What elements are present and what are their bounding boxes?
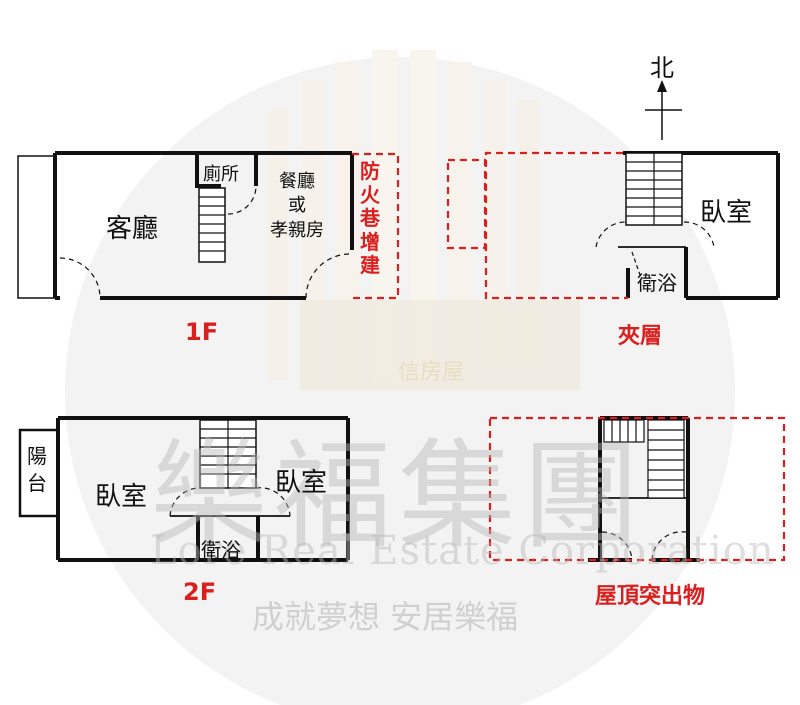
floor-caption-roof: 屋頂突出物	[595, 584, 706, 609]
watermark-slogan: 成就夢想 安居樂福	[252, 598, 519, 636]
floor-2f	[18, 416, 350, 562]
roof-addition-outline	[488, 416, 786, 562]
balcony-char: 台	[27, 471, 47, 495]
dining-label-line1: 餐廳	[279, 171, 315, 192]
2f-bathroom-label: 衛浴	[201, 538, 241, 562]
2f-bedroom-right-label: 臥室	[275, 468, 328, 498]
mezzanine-addition-outline	[446, 151, 628, 300]
dining-room-label: 餐廳 或 孝親房	[270, 170, 324, 243]
compass-north-label: 北	[650, 54, 674, 82]
firelane-addition-label: 防 火 巷 增 建	[360, 159, 380, 278]
dining-label-line3: 孝親房	[270, 219, 324, 241]
firelane-char: 建	[360, 253, 380, 278]
balcony-char: 陽	[27, 444, 47, 468]
floor-caption-1f: 1F	[185, 318, 219, 346]
living-room-label: 客廳	[106, 214, 159, 244]
floor-roof	[588, 416, 700, 562]
balcony-label: 陽 台	[27, 443, 47, 497]
watermark-company: 樂福集團	[150, 427, 647, 565]
2f-bedroom-left-label: 臥室	[95, 482, 148, 512]
watermark-logo-text: 信房屋	[398, 360, 465, 385]
floor-caption-mezzanine: 夾層	[618, 324, 663, 349]
mezzanine-bathroom-label: 衛浴	[637, 271, 677, 295]
dining-label-line2: 或	[288, 195, 306, 217]
firelane-char: 增	[360, 229, 380, 254]
firelane-char: 巷	[360, 206, 380, 231]
watermark-english: Lore Real Estate Corporation	[150, 528, 775, 574]
floor-caption-2f: 2F	[183, 578, 217, 606]
firelane-char: 防	[360, 159, 380, 183]
floor-mezzanine	[595, 80, 780, 300]
floor-1f	[17, 151, 354, 300]
firelane-char: 火	[360, 182, 380, 207]
watermark-graphic	[65, 50, 735, 705]
mezzanine-bedroom-label: 臥室	[700, 198, 753, 228]
toilet-label: 廁所	[203, 164, 239, 185]
